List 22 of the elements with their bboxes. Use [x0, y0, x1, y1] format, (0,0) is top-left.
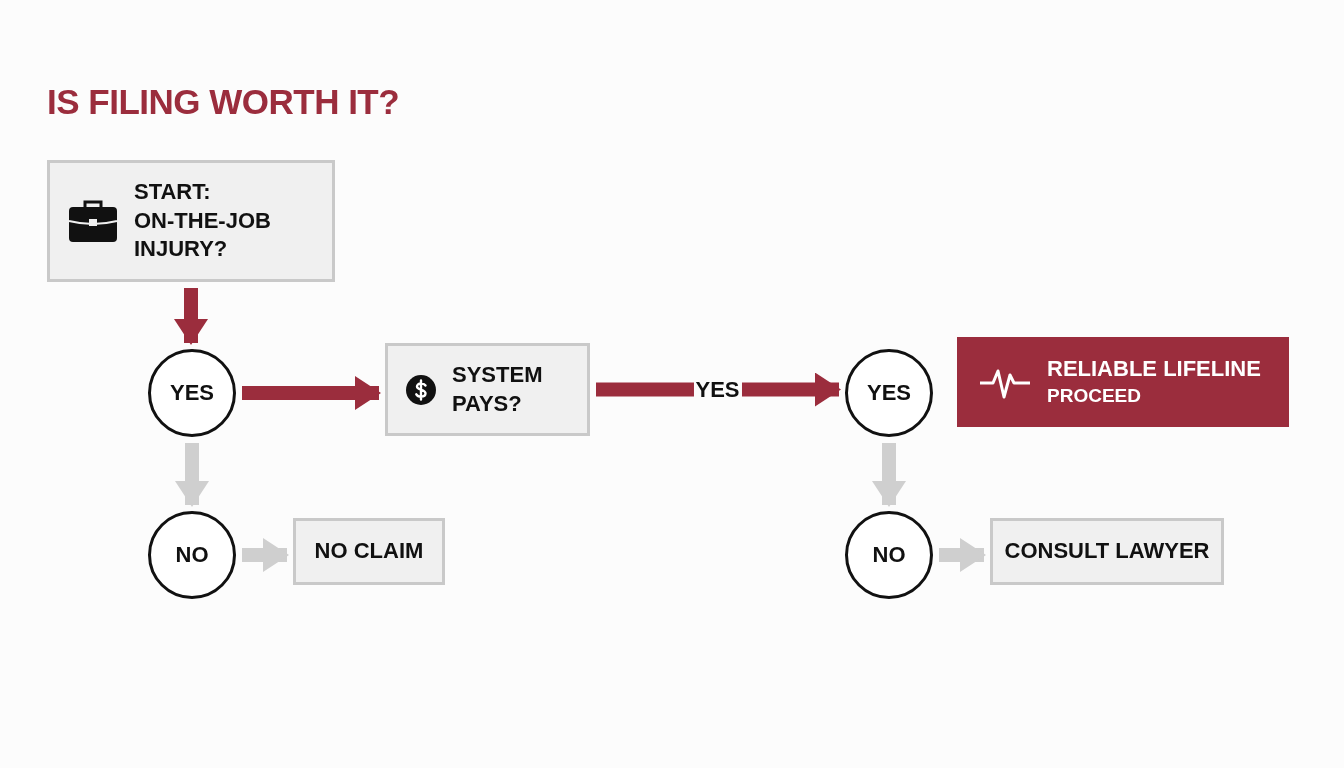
node-label: RELIABLE LIFELINE	[1047, 355, 1261, 384]
node-label: CONSULT LAWYER	[1004, 537, 1210, 566]
arrow	[242, 538, 289, 572]
arrow	[872, 443, 906, 507]
node-label: START: ON-THE-JOB INJURY?	[134, 178, 272, 264]
process-box	[293, 518, 445, 585]
node-label: NO	[872, 540, 906, 569]
process-box	[385, 343, 590, 436]
result-box	[957, 337, 1289, 427]
node-label: YES	[170, 378, 214, 407]
node-label: SYSTEM PAYS?	[452, 360, 544, 418]
node-label: YES	[867, 378, 911, 407]
arrow	[939, 538, 986, 572]
process-box	[990, 518, 1224, 585]
process-box	[47, 160, 335, 282]
arrow	[174, 288, 208, 345]
node-label: NO CLAIM	[314, 537, 424, 566]
arrow	[242, 376, 381, 410]
arrow	[175, 443, 209, 507]
title: IS FILING WORTH IT?	[47, 82, 400, 122]
node-label: NO	[175, 540, 209, 569]
node-subtext: PROCEED	[1047, 383, 1142, 408]
